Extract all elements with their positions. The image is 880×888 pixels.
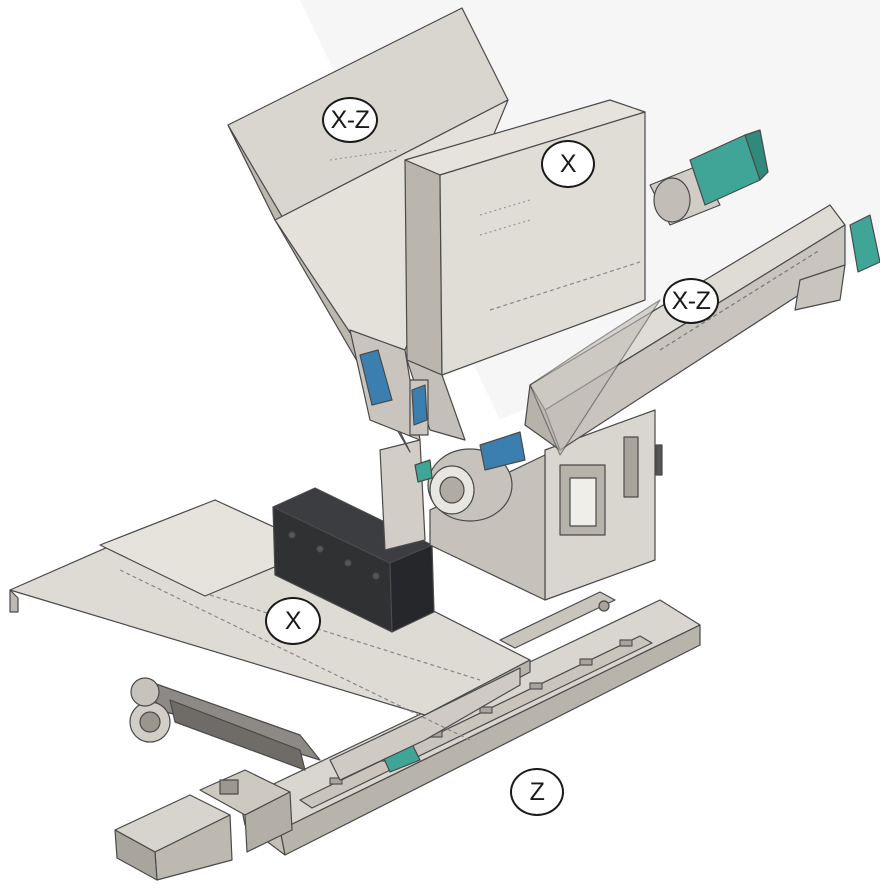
x-upper-motor (649, 129, 769, 226)
spindle-base (379, 409, 663, 601)
axis-label-x-middle: X (265, 597, 321, 645)
axis-label-xz-upper: X-Z (322, 97, 378, 143)
axis-label-xz-right: X-Z (663, 278, 719, 324)
x-upper-slide (404, 99, 646, 441)
axis-label-x-upper: X (541, 140, 595, 188)
axis-label-z-bottom: Z (510, 768, 564, 816)
z-axis-motor (114, 769, 293, 881)
